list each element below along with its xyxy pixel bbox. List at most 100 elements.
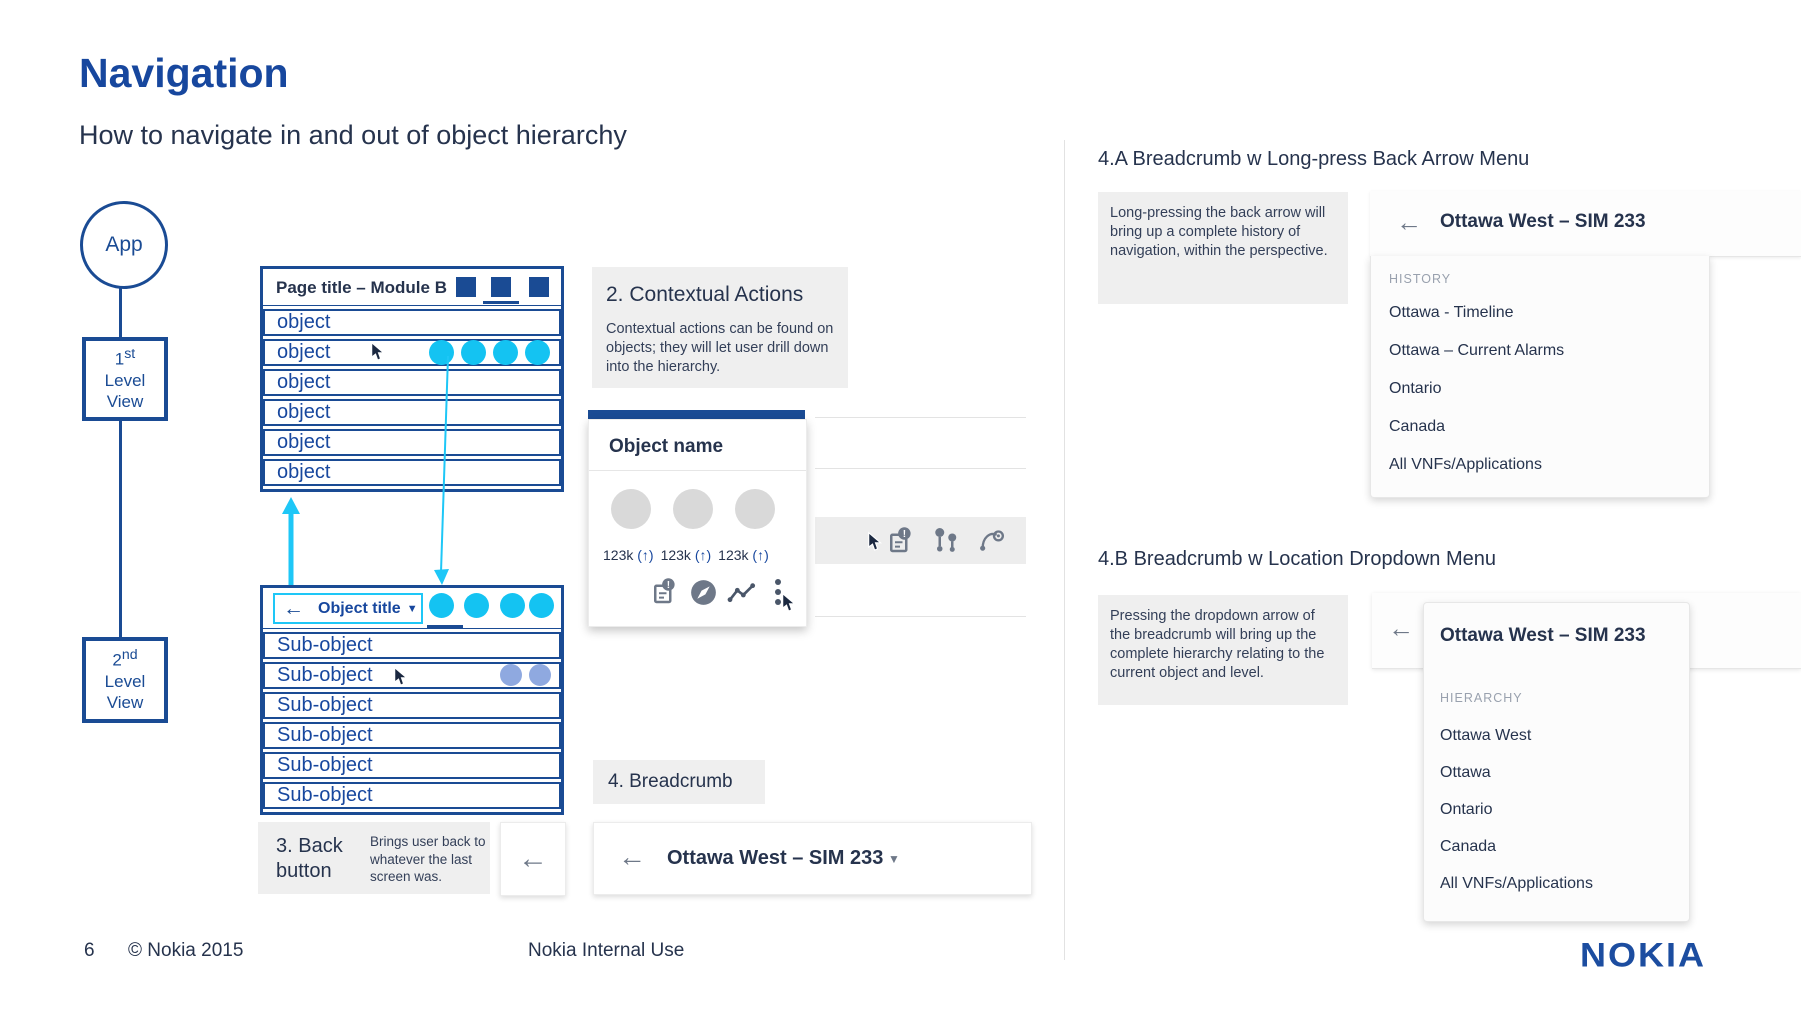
history-section-label: HISTORY — [1389, 272, 1452, 286]
module-list-mockup: Page title – Module B object object obje… — [260, 266, 564, 492]
sub-object-row[interactable]: Sub-object — [263, 722, 561, 749]
contextual-action-dot[interactable] — [493, 340, 518, 365]
kpi-stat: 123k (↑) — [718, 547, 769, 563]
classification: Nokia Internal Use — [528, 940, 685, 961]
menu-item[interactable]: Ottawa — [1440, 764, 1491, 781]
module-list-header: Page title – Module B — [263, 269, 561, 306]
selected-action-indicator — [427, 625, 463, 628]
contextual-action-dot[interactable] — [529, 593, 554, 618]
sub-object-row[interactable]: Sub-object — [263, 662, 561, 689]
history-menu-items: Ottawa - Timeline Ottawa – Current Alarm… — [1389, 302, 1564, 475]
menu-a-breadcrumb-title: Ottawa West – SIM 233 — [1440, 211, 1646, 232]
sub-object-list-header: ← Object title ▼ — [263, 588, 561, 629]
section-b-heading: 4.B Breadcrumb w Location Dropdown Menu — [1098, 548, 1496, 570]
back-button-note: 3. Back button Brings user back to whate… — [258, 822, 490, 894]
copyright: © Nokia 2015 — [128, 940, 244, 961]
contextual-action-dot-muted[interactable] — [529, 664, 551, 686]
contextual-action-dot[interactable] — [500, 593, 525, 618]
contextual-actions-note: 2. Contextual Actions Contextual actions… — [592, 267, 848, 388]
kpi-placeholder-circle — [735, 489, 775, 529]
divider — [815, 417, 1026, 418]
section-b-note: Pressing the dropdown arrow of the bread… — [1098, 595, 1348, 705]
object-row[interactable]: object — [263, 339, 561, 366]
object-row[interactable]: object — [263, 369, 561, 396]
svg-text:!: ! — [667, 580, 670, 591]
sub-object-row[interactable]: Sub-object — [263, 632, 561, 659]
back-arrow-icon[interactable]: ← — [518, 842, 548, 875]
section-a-heading: 4.A Breadcrumb w Long-press Back Arrow M… — [1098, 148, 1530, 170]
hierarchy-section-label: HIERARCHY — [1440, 691, 1523, 705]
back-button-mockup[interactable]: ← — [500, 822, 566, 896]
object-row[interactable]: object — [263, 399, 561, 426]
menu-item[interactable]: All VNFs/Applications — [1389, 456, 1542, 473]
divider — [815, 616, 1026, 617]
contextual-action-dot[interactable] — [429, 340, 454, 365]
flowchart-app-node: App — [80, 201, 168, 289]
divider — [815, 468, 1026, 469]
sub-object-row[interactable]: Sub-object — [263, 692, 561, 719]
mouse-cursor-icon — [868, 531, 883, 551]
menu-item[interactable]: All VNFs/Applications — [1440, 875, 1593, 892]
contextual-action-dot-muted[interactable] — [500, 664, 522, 686]
hover-actions-row: ! — [815, 517, 1026, 564]
chevron-down-icon[interactable]: ▼ — [406, 602, 418, 615]
menu-item[interactable]: Ontario — [1389, 380, 1442, 397]
tab-square-icon[interactable] — [456, 277, 476, 297]
menu-a-breadcrumb-bar: ← Ottawa West – SIM 233 — [1370, 191, 1801, 257]
divider — [589, 470, 806, 471]
object-card: Object name 123k (↑) 123k (↑) 123k (↑) ! — [588, 419, 807, 627]
object-row[interactable]: object — [263, 459, 561, 486]
compass-icon[interactable] — [690, 579, 717, 606]
mouse-cursor-icon — [371, 341, 386, 361]
hierarchy-menu: Ottawa West – SIM 233 HIERARCHY Ottawa W… — [1423, 602, 1690, 922]
topology-icon[interactable] — [978, 526, 1006, 554]
level1-line1: 1st — [114, 345, 136, 369]
flowchart-level2-node: 2nd Level View — [82, 637, 168, 723]
menu-item[interactable]: Ottawa West — [1440, 727, 1532, 744]
menu-item[interactable]: Ontario — [1440, 801, 1493, 818]
back-arrow-icon[interactable]: ← — [1396, 207, 1422, 237]
menu-item[interactable]: Canada — [1389, 418, 1446, 435]
kpi-stats-row: 123k (↑) 123k (↑) 123k (↑) — [603, 547, 799, 563]
page-number: 6 — [84, 940, 95, 961]
kebab-menu-icon[interactable] — [774, 577, 782, 607]
chevron-down-icon[interactable]: ▼ — [888, 852, 900, 866]
alarm-list-icon[interactable]: ! — [649, 577, 679, 607]
menu-b-breadcrumb-title: Ottawa West – SIM 233 — [1440, 625, 1646, 646]
flowchart-connector-line — [119, 286, 122, 337]
mouse-cursor-icon — [394, 666, 409, 686]
sub-object-row[interactable]: Sub-object — [263, 782, 561, 809]
app-node-label: App — [105, 233, 143, 256]
object-row[interactable]: object — [263, 429, 561, 456]
menu-item[interactable]: Ottawa - Timeline — [1389, 304, 1514, 321]
object-row[interactable]: object — [263, 309, 561, 336]
svg-text:!: ! — [903, 529, 906, 540]
object-card-title: Object name — [609, 436, 724, 457]
sub-object-row[interactable]: Sub-object — [263, 752, 561, 779]
column-divider — [1064, 140, 1065, 960]
kpi-stat: 123k (↑) — [660, 547, 712, 563]
tab-square-icon[interactable] — [491, 277, 511, 297]
sub-object-list-mockup: ← Object title ▼ Sub-object Sub-object S… — [260, 585, 564, 815]
breadcrumb-label: 4. Breadcrumb — [608, 771, 733, 792]
level2-line3: View — [106, 692, 144, 712]
contextual-action-dot[interactable] — [525, 340, 550, 365]
contextual-action-dot[interactable] — [461, 340, 486, 365]
contextual-action-dot[interactable] — [464, 593, 489, 618]
object-title-dropdown[interactable]: ← Object title ▼ — [273, 593, 423, 624]
page-subtitle: How to navigate in and out of object hie… — [79, 120, 627, 150]
contextual-actions-title: 2. Contextual Actions — [606, 283, 804, 306]
tab-square-icon[interactable] — [529, 277, 549, 297]
back-arrow-icon[interactable]: ← — [1388, 613, 1414, 643]
contextual-action-dot[interactable] — [429, 593, 454, 618]
line-chart-icon[interactable] — [727, 581, 757, 605]
breadcrumb-label-box: 4. Breadcrumb — [593, 760, 765, 804]
menu-item[interactable]: Canada — [1440, 838, 1497, 855]
menu-item[interactable]: Ottawa – Current Alarms — [1389, 342, 1565, 359]
back-arrow-icon[interactable]: ← — [618, 841, 646, 872]
contextual-actions-body: Contextual actions can be found on objec… — [606, 321, 834, 376]
back-arrow-icon[interactable]: ← — [283, 596, 304, 620]
hierarchy-nodes-icon[interactable] — [931, 525, 961, 555]
alarm-list-icon[interactable]: ! — [885, 526, 915, 556]
